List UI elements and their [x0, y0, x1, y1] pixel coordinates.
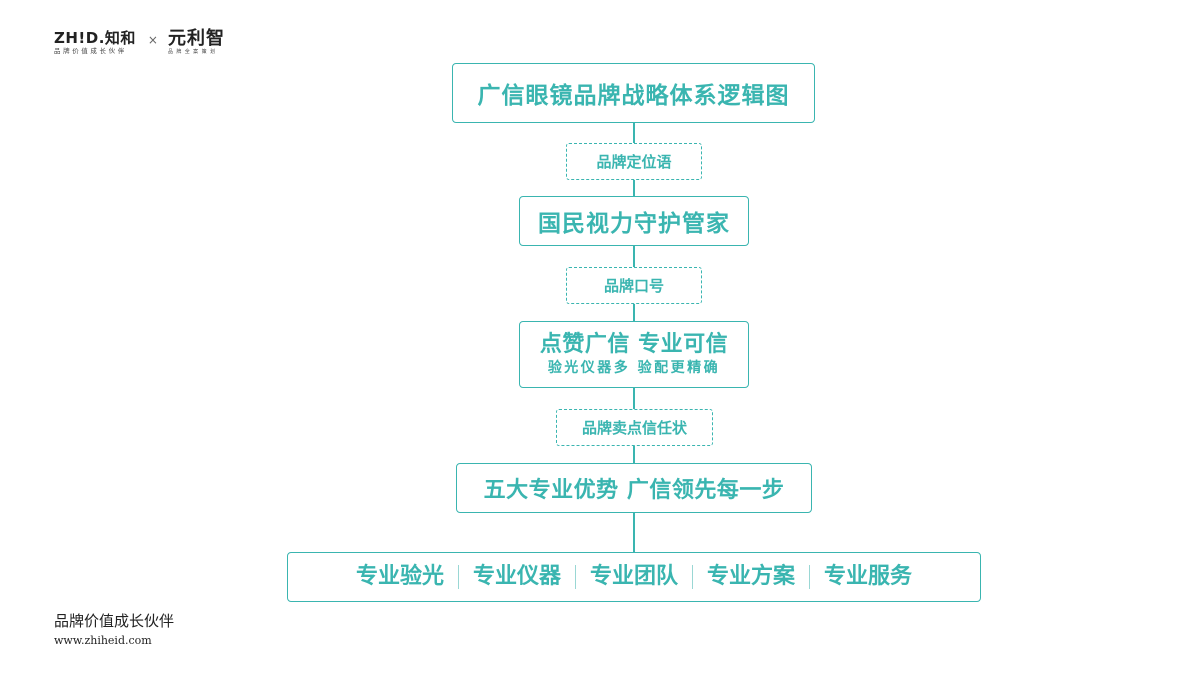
selling-point-label: 品牌卖点信任状	[556, 409, 713, 446]
selling-point-box: 五大专业优势 广信领先每一步	[456, 463, 812, 513]
connector-line	[633, 513, 635, 552]
connector-line	[633, 180, 635, 196]
zhid-logo-text: ZH!D.知和	[54, 29, 136, 47]
advantage-item: 专业仪器	[472, 564, 561, 589]
slogan-box: 点赞广信 专业可信 验光仪器多 验配更精确	[519, 321, 749, 388]
connector-line	[633, 446, 635, 463]
connector-line	[633, 388, 635, 409]
logo-separator: ×	[147, 33, 158, 47]
advantage-item: 专业验光	[355, 564, 444, 589]
slogan-label: 品牌口号	[566, 267, 702, 304]
partner-logo: 元利智 品牌全案策划	[168, 30, 225, 56]
footer-url: www.zhiheid.com	[54, 634, 152, 647]
footer-slogan: 品牌价值成长伙伴	[54, 612, 175, 630]
connector-line	[633, 123, 635, 143]
positioning-box: 国民视力守护管家	[519, 196, 749, 246]
positioning-label: 品牌定位语	[566, 143, 702, 180]
item-divider	[809, 565, 811, 589]
diagram-title-box: 广信眼镜品牌战略体系逻辑图	[452, 63, 815, 123]
partner-logo-tagline: 品牌全案策划	[167, 49, 219, 55]
partner-logo-text: 元利智	[167, 28, 225, 49]
slogan-main-text: 点赞广信 专业可信	[539, 332, 729, 357]
advantage-item: 专业团队	[589, 564, 678, 589]
slogan-sub-text: 验光仪器多 验配更精确	[547, 360, 721, 376]
connector-line	[633, 246, 635, 267]
item-divider	[574, 565, 576, 589]
zhid-logo-tagline: 品牌价值成长伙伴	[54, 47, 127, 55]
item-divider	[692, 565, 693, 589]
zhid-logo: ZH!D.知和 品牌价值成长伙伴	[54, 30, 136, 56]
brand-logo: ZH!D.知和 品牌价值成长伙伴 × 元利智 品牌全案策划	[54, 30, 225, 56]
advantage-item: 专业服务	[824, 564, 913, 589]
item-divider	[457, 565, 459, 589]
advantages-box: 专业验光 专业仪器 专业团队 专业方案 专业服务	[287, 552, 981, 602]
advantage-item: 专业方案	[707, 564, 796, 589]
connector-line	[633, 304, 635, 321]
